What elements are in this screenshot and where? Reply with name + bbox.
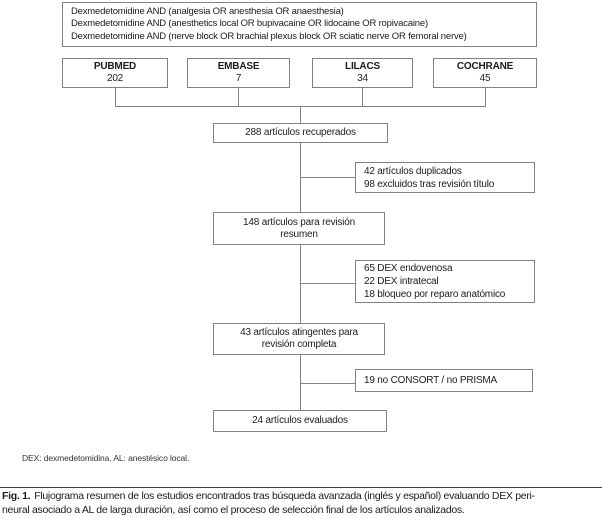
exclusion-box-duplicates-title: 42 artículos duplicados 98 excluidos tra… — [355, 162, 535, 193]
figure-caption: Fig. 1.Flujograma resumen de los estudio… — [2, 490, 600, 517]
database-name-label: COCHRANE — [456, 61, 514, 72]
database-count-value: 202 — [106, 73, 124, 84]
database-count-value: 7 — [235, 73, 242, 84]
connector-trunk-3 — [300, 355, 301, 410]
search-query-line-2: Dexmedetomidine AND (anesthetics local O… — [71, 18, 428, 30]
footnote-abbreviations: DEX: dexmedetomidina. AL: anestésico loc… — [22, 453, 190, 463]
connector-lilacs-drop — [362, 88, 363, 106]
connector-branch-exclusion-2 — [300, 283, 355, 284]
exclusion-line: 98 excluidos tras revisión título — [364, 178, 495, 190]
caption-text-line-1: Flujograma resumen de los estudios encon… — [34, 490, 535, 502]
database-box-embase: EMBASE 7 — [187, 58, 290, 88]
connector-branch-exclusion-1 — [300, 177, 355, 178]
exclusion-line: 65 DEX endovenosa — [364, 263, 453, 274]
caption-text-line-2: neural asociado a AL de larga duración, … — [2, 503, 465, 516]
connector-trunk-to-retrieved — [300, 106, 301, 123]
node-full-review-line-1: 43 artículos atingentes para — [240, 327, 358, 338]
node-full-review-line-2: revisión completa — [261, 339, 337, 350]
exclusion-box-no-consort-prisma: 19 no CONSORT / no PRISMA — [355, 369, 533, 392]
node-retrieved-label: 288 artículos recuperados — [245, 127, 356, 138]
connector-embase-drop — [238, 88, 239, 106]
database-count-value: 45 — [479, 73, 491, 84]
exclusion-line: 22 DEX intratecal — [364, 276, 439, 287]
node-retrieved: 288 artículos recuperados — [213, 123, 388, 143]
node-abstract-review: 148 artículos para revisión resumen — [213, 212, 385, 245]
database-name-label: LILACS — [345, 61, 380, 72]
database-name-label: EMBASE — [217, 61, 260, 72]
exclusion-line: 19 no CONSORT / no PRISMA — [364, 375, 498, 386]
node-evaluated-label: 24 artículos evaluados — [252, 415, 348, 426]
node-abstract-review-line-1: 148 artículos para revisión — [243, 216, 355, 228]
database-box-cochrane: COCHRANE 45 — [433, 58, 537, 88]
exclusion-line: 42 artículos duplicados — [364, 165, 462, 177]
database-box-lilacs: LILACS 34 — [312, 58, 413, 88]
connector-cochrane-drop — [485, 88, 486, 106]
caption-separator — [0, 487, 602, 488]
node-full-review: 43 artículos atingentes para revisión co… — [213, 323, 385, 355]
node-evaluated: 24 artículos evaluados — [213, 410, 387, 432]
caption-label: Fig. 1. — [2, 490, 31, 502]
exclusion-box-non-perineural: 65 DEX endovenosa 22 DEX intratecal 18 b… — [355, 260, 535, 303]
exclusion-line: 18 bloqueo por reparo anatómico — [364, 289, 506, 300]
node-abstract-review-line-2: resumen — [280, 228, 318, 240]
connector-pubmed-drop — [115, 88, 116, 106]
search-query-line-1: Dexmedetomidine AND (analgesia OR anesth… — [71, 5, 344, 17]
database-name-label: PUBMED — [93, 61, 137, 72]
search-query-line-3: Dexmedetomidine AND (nerve block OR brac… — [71, 30, 467, 42]
connector-trunk-2 — [300, 245, 301, 323]
database-box-pubmed: PUBMED 202 — [62, 58, 168, 88]
connector-branch-exclusion-3 — [300, 383, 355, 384]
search-strategy-box: Dexmedetomidine AND (analgesia OR anesth… — [62, 2, 537, 47]
database-count-value: 34 — [357, 73, 368, 84]
